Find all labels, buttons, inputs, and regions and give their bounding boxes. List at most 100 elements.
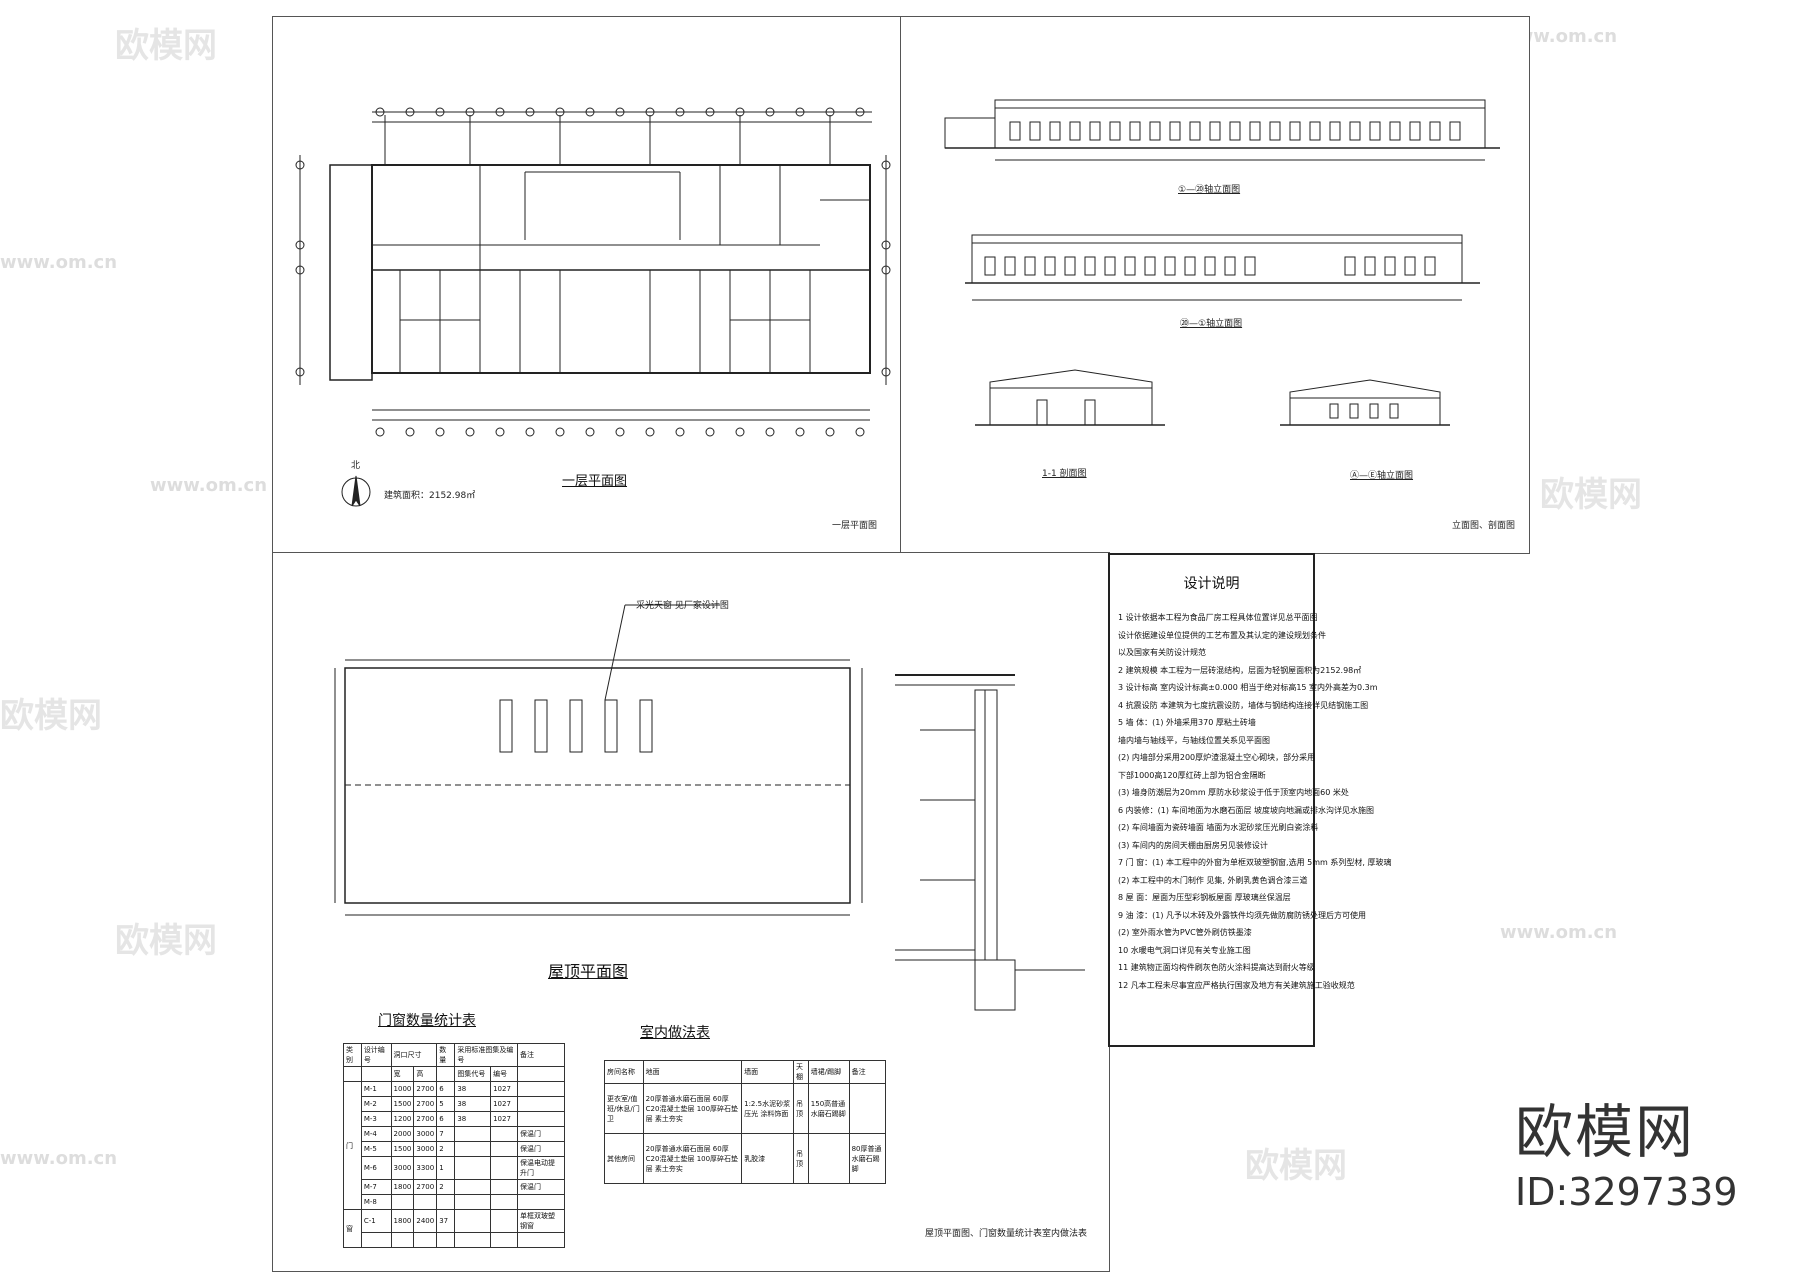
table-header: 洞口尺寸 [390,1043,438,1067]
table-cell: 20厚普通水磨石面层 60厚C20混凝土垫层 100厚碎石垫层 素土夯实 [642,1133,743,1184]
table-cell: 保温门 [517,1126,565,1142]
table-cell: 38 [454,1081,492,1097]
table-cell: 1000 [390,1081,415,1097]
door-window-table-title: 门窗数量统计表 [378,1013,476,1029]
table-row: M-2 1500 2700 5 38 1027 [344,1096,565,1112]
table-cell: 3000 [390,1156,415,1180]
section-title: 1-1 剖面图 [1042,469,1087,479]
table-cell: 乳胶漆 [741,1133,794,1184]
table-cell [848,1083,887,1134]
elevation-3-title: Ⓐ—Ⓔ轴立面图 [1350,471,1414,481]
table-row: M-7 1800 2700 2 保温门 [344,1179,565,1195]
table-cell: M-8 [360,1194,392,1210]
table-cell: M-4 [360,1126,392,1142]
skylight-note: 采光天窗 见厂家设计图 [636,601,729,611]
interior-table-title: 室内做法表 [640,1025,710,1041]
north-label: 北 [351,461,361,471]
table-row [344,1232,565,1248]
table-cell [807,1133,850,1184]
table-cell: 2 [436,1141,456,1157]
table-cell: 3000 [413,1141,438,1157]
table-row: M-6 3000 3300 1 保温电动提升门 [344,1156,565,1180]
table-cell: 吊顶 [793,1083,809,1134]
note-line: 10 水暖电气洞口详见有关专业施工图 [1118,945,1251,955]
note-line: 5 墙 体：(1) 外墙采用370 厚粘土砖墙 [1118,718,1256,727]
table-row: 门 M-1 1000 2700 6 38 1027 [343,1081,565,1210]
table-cell: 单框双玻塑钢窗 [517,1209,565,1233]
table-row: M-8 [344,1194,565,1210]
table-header: 备注 [848,1060,887,1084]
area-note: 建筑面积：2152.98㎡ [384,491,476,501]
table-cell: 5 [436,1096,456,1112]
table-cell: 1:2.5水泥砂浆压光 涂料饰面 [741,1083,794,1134]
table-row: M-5 1500 3000 2 保温门 [344,1141,565,1157]
table-cell: 1027 [490,1111,519,1127]
table-cell: 3300 [413,1156,438,1180]
table-cell: M-7 [360,1179,392,1195]
elevation-caption: 立面图、剖面图 [1452,521,1516,531]
table-subheader: 编号 [490,1066,519,1082]
table-cell: 1500 [390,1141,415,1157]
note-line: (2) 室外雨水管为PVC管外刷仿铁墨漆 [1118,928,1252,937]
table-cell: 2000 [390,1126,415,1142]
table-cell: M-5 [360,1141,392,1157]
note-line: 9 油 漆：(1) 凡予以木砖及外露铁件均须先做防腐防锈处理后方可使用 [1118,910,1367,920]
note-line: 3 设计标高 室内设计标高±0.000 相当于绝对标高15 室内外高差为0.3m [1118,683,1378,692]
note-line: 墙内墙与轴线平，与轴线位置关系见平面图 [1118,735,1270,745]
table-subheader: 图集代号 [454,1066,492,1082]
table-cell: 6 [436,1081,456,1097]
table-header: 采用标准图集及编号 [454,1043,519,1067]
table-cell [517,1111,565,1127]
table-header: 备注 [517,1043,565,1067]
table-group-label: 窗 [343,1209,362,1248]
table-cell: 38 [454,1096,492,1112]
table-cell: 38 [454,1111,492,1127]
note-line: (2) 内墙部分采用200厚炉渣混凝土空心砌块，部分采用 [1118,753,1316,762]
table-subheader: 高 [413,1066,438,1082]
note-line: (2) 车间墙面为瓷砖墙面 墙面为水泥砂浆压光刷白瓷涂料 [1118,823,1319,832]
table-cell: 吊顶 [793,1133,809,1184]
note-line: 下部1000高120厚红砖上部为铝合金隔断 [1118,770,1266,780]
table-row: M-3 1200 2700 6 38 1027 [344,1111,565,1127]
watermark-url: www.om.cn [1500,922,1618,943]
table-cell: 2400 [413,1209,438,1233]
table-row: 更衣室/值班/休息/门卫 20厚普通水磨石面层 60厚C20混凝土垫层 100厚… [604,1083,887,1134]
table-cell: 1500 [390,1096,415,1112]
table-header: 墙面 [741,1060,794,1084]
note-line: 设计依据建设单位提供的工艺布置及其认定的建设规划条件 [1118,630,1326,640]
table-cell: 2700 [413,1081,438,1097]
table-cell: 1800 [390,1179,415,1195]
design-notes-body: 1 设计依据本工程为食品厂房工程具体位置详见总平面图 设计依据建设单位提供的工艺… [1110,609,1391,994]
table-cell: 80厚普通水磨石踢脚 [848,1133,887,1184]
table-cell: 其他房间 [604,1133,644,1184]
note-line: (3) 车间内的房间天棚由厨房另见装修设计 [1118,840,1268,850]
elevation-1-title: ①—⑳轴立面图 [1178,185,1241,195]
table-cell: 更衣室/值班/休息/门卫 [604,1083,644,1134]
table-cell: 保温电动提升门 [517,1156,565,1180]
table-cell: 6 [436,1111,456,1127]
design-notes: 设计说明 1 设计依据本工程为食品厂房工程具体位置详见总平面图 设计依据建设单位… [1108,553,1391,1047]
table-header: 设计编号 [360,1043,392,1067]
roof-sheet-caption: 屋顶平面图、门窗数量统计表室内做法表 [925,1229,1088,1239]
table-cell: M-1 [360,1081,392,1097]
watermark-url: www.om.cn [0,1148,118,1169]
table-cell: 1 [436,1156,456,1180]
floor-plan-caption: 一层平面图 [832,521,878,531]
table-cell: 3000 [413,1126,438,1142]
brand-id: ID:3297339 [1515,1170,1738,1214]
table-cell [517,1096,565,1112]
table-cell: 1027 [490,1081,519,1097]
table-cell: 37 [436,1209,456,1233]
table-header: 数量 [436,1043,456,1067]
note-line: (2) 本工程中的木门制作 见集, 外刷乳黄色调合漆三道 [1118,875,1308,885]
note-line: 4 抗震设防 本建筑为七度抗震设防，墙体与钢结构连接详见结钢施工图 [1118,700,1369,710]
table-cell: 1027 [490,1096,519,1112]
table-cell: 20厚普通水磨石面层 60厚C20混凝土垫层 100厚碎石垫层 素土夯实 [642,1083,743,1134]
table-cell: M-3 [360,1111,392,1127]
elevation-2-title: ⑳—①轴立面图 [1180,319,1243,329]
floor-plan-title: 一层平面图 [562,474,628,489]
note-line: 12 凡本工程未尽事宜应严格执行国家及地方有关建筑施工验收规范 [1118,980,1355,990]
table-group-label: 门 [343,1081,362,1210]
note-line: 以及国家有关防设计规范 [1118,648,1206,657]
table-cell: 1800 [390,1209,415,1233]
